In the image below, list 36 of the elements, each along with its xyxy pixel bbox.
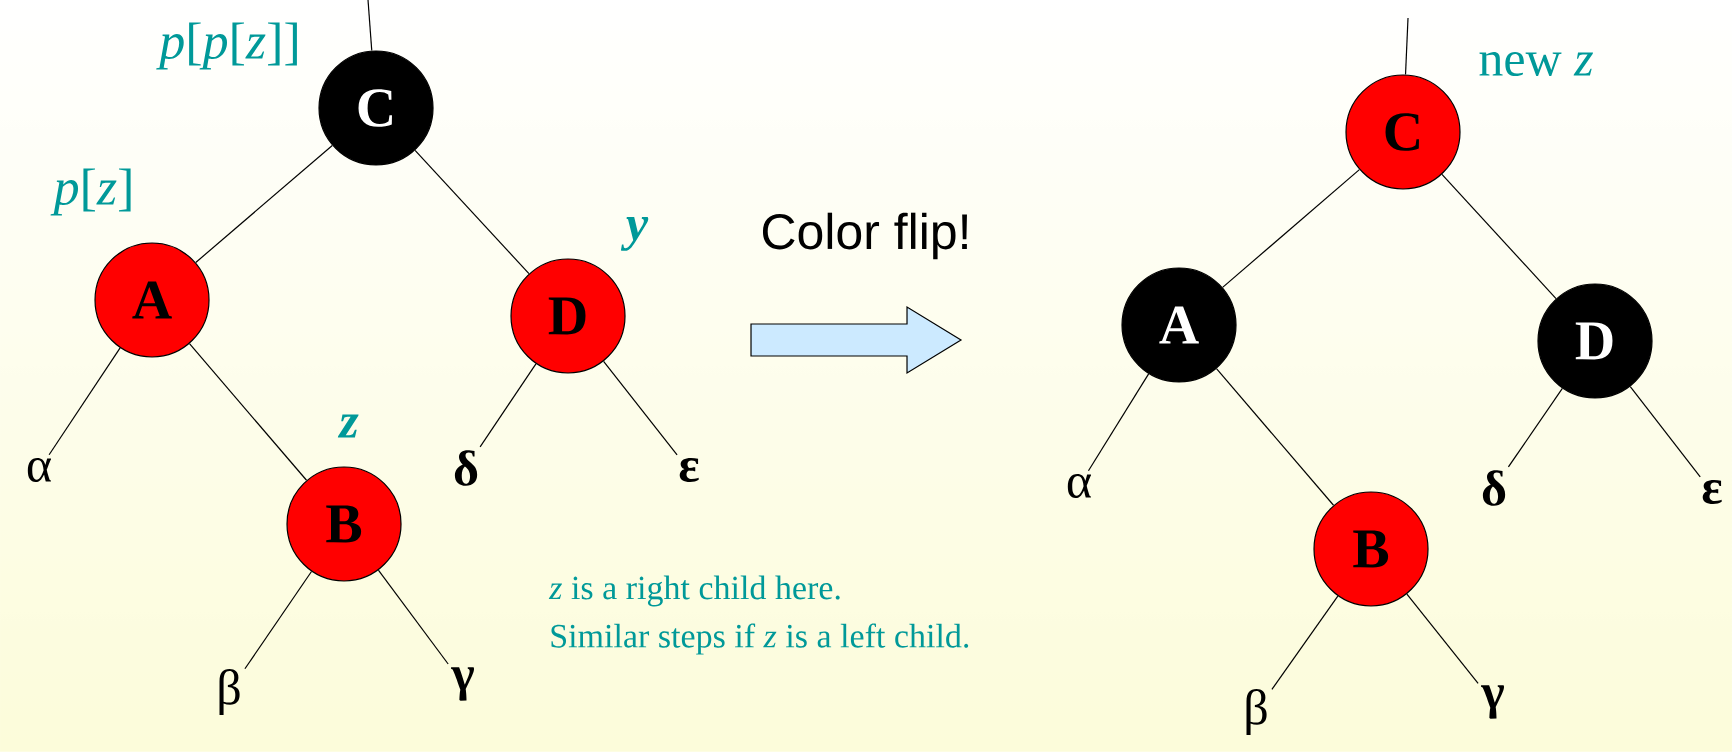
tree-edge (244, 570, 313, 670)
subtree-label: ε (1702, 479, 1722, 504)
node-annotation: z (337, 414, 359, 438)
subtree-label: β (1246, 689, 1267, 735)
node-annotation: p[p[z]] (156, 22, 297, 70)
step-title: Color flip! (762, 212, 967, 260)
tree-edge (48, 347, 121, 456)
tree-edge (479, 363, 537, 448)
tree-edge (603, 360, 678, 456)
subtree-label: γ (1481, 685, 1504, 719)
node-annotation: p[z] (50, 168, 131, 216)
tree-edge (1629, 385, 1701, 478)
tree-edge (414, 149, 530, 275)
tree-edge (1404, 17, 1409, 76)
tree-edge (1507, 387, 1563, 468)
tree-edge (1406, 593, 1479, 684)
subtree-label: α (27, 457, 51, 482)
tree-edge (1441, 173, 1557, 300)
note-text: Similar steps if z is a left child. (551, 623, 969, 655)
subtree-label: β (219, 669, 240, 715)
node-annotation: y (620, 217, 649, 251)
node-annotation: new z (1479, 51, 1593, 76)
tree-edge (367, 0, 373, 52)
tree-edge (1215, 368, 1335, 506)
subtree-label: δ (454, 450, 478, 486)
subtree-label: δ (1482, 470, 1506, 506)
note-text: z is a right child here. (548, 575, 840, 607)
tree-edge (188, 343, 308, 481)
tree-edge (1271, 595, 1339, 691)
subtree-label: γ (451, 667, 475, 701)
subtree-label: ε (679, 457, 699, 482)
tree-edge (377, 569, 449, 665)
tree-edge (1222, 169, 1360, 288)
tree-edge (1087, 373, 1150, 472)
subtree-label: α (1067, 473, 1091, 498)
tree-edge (195, 144, 333, 264)
